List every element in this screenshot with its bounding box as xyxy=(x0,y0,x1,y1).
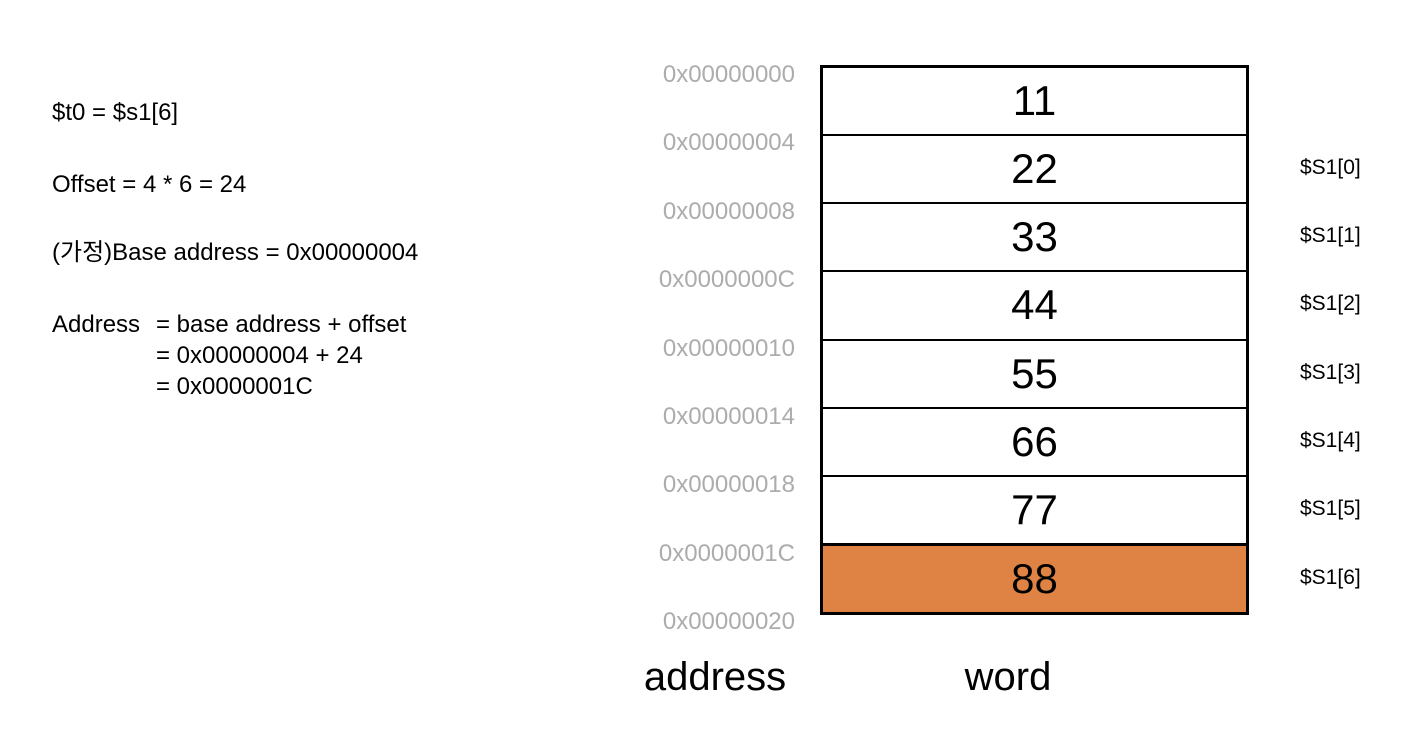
word-value: 11 xyxy=(1012,77,1057,125)
memory-cell-7-highlighted: 88 xyxy=(823,542,1246,612)
memory-cell-3: 44 xyxy=(823,270,1246,338)
register-label-s1-5: $S1[5] xyxy=(1300,497,1361,520)
address-label-3: 0x0000000C xyxy=(658,266,795,293)
word-value: 77 xyxy=(1011,485,1058,533)
assignment-expression: $t0 = $s1[6] xyxy=(52,99,179,126)
register-label-s1-1: $S1[1] xyxy=(1300,224,1361,247)
register-label-s1-3: $S1[3] xyxy=(1300,361,1361,384)
address-calc-result: = 0x0000001C xyxy=(156,373,313,400)
register-label-s1-0: $S1[0] xyxy=(1300,156,1361,179)
word-value: 22 xyxy=(1011,145,1058,193)
address-label-6: 0x00000018 xyxy=(662,471,795,498)
word-value: 33 xyxy=(1011,213,1058,261)
word-value: 66 xyxy=(1011,417,1058,465)
register-label-s1-6: $S1[6] xyxy=(1300,566,1361,589)
address-label-1: 0x00000004 xyxy=(662,129,795,156)
memory-cell-4: 55 xyxy=(823,338,1246,407)
address-label-4: 0x00000010 xyxy=(662,335,795,362)
address-label-7: 0x0000001C xyxy=(658,540,795,567)
address-label-2: 0x00000008 xyxy=(662,198,795,225)
address-calculation-block: Address = base address + offset = 0x0000… xyxy=(52,309,406,402)
address-calc-label: Address xyxy=(52,311,141,338)
register-label-s1-2: $S1[2] xyxy=(1300,292,1361,315)
address-calc-expression: = base address + offset xyxy=(156,311,407,338)
column-label-address: address xyxy=(643,655,787,699)
word-value: 44 xyxy=(1011,281,1058,329)
memory-cell-6: 77 xyxy=(823,474,1246,543)
address-label-5: 0x00000014 xyxy=(662,403,795,430)
memory-cell-0: 11 xyxy=(823,68,1246,134)
address-label-8: 0x00000020 xyxy=(662,608,795,635)
address-calc-line-1: Address = base address + offset xyxy=(52,309,406,340)
address-calc-line-2: = 0x00000004 + 24 xyxy=(52,340,406,371)
memory-cell-5: 66 xyxy=(823,406,1246,475)
address-label-0: 0x00000000 xyxy=(662,61,795,88)
address-calc-substitution: = 0x00000004 + 24 xyxy=(156,342,363,369)
memory-cell-1: 22 xyxy=(823,134,1246,202)
memory-table: 11 22 33 44 55 66 77 88 xyxy=(820,65,1249,615)
word-value: 88 xyxy=(1011,554,1058,602)
offset-calculation: Offset = 4 * 6 = 24 xyxy=(52,171,247,198)
column-label-word: word xyxy=(964,655,1052,699)
memory-cell-2: 33 xyxy=(823,202,1246,270)
register-label-s1-4: $S1[4] xyxy=(1300,429,1361,452)
address-calc-line-3: = 0x0000001C xyxy=(52,371,406,402)
word-value: 55 xyxy=(1011,349,1058,397)
base-address-assumption: (가정)Base address = 0x00000004 xyxy=(52,239,419,266)
